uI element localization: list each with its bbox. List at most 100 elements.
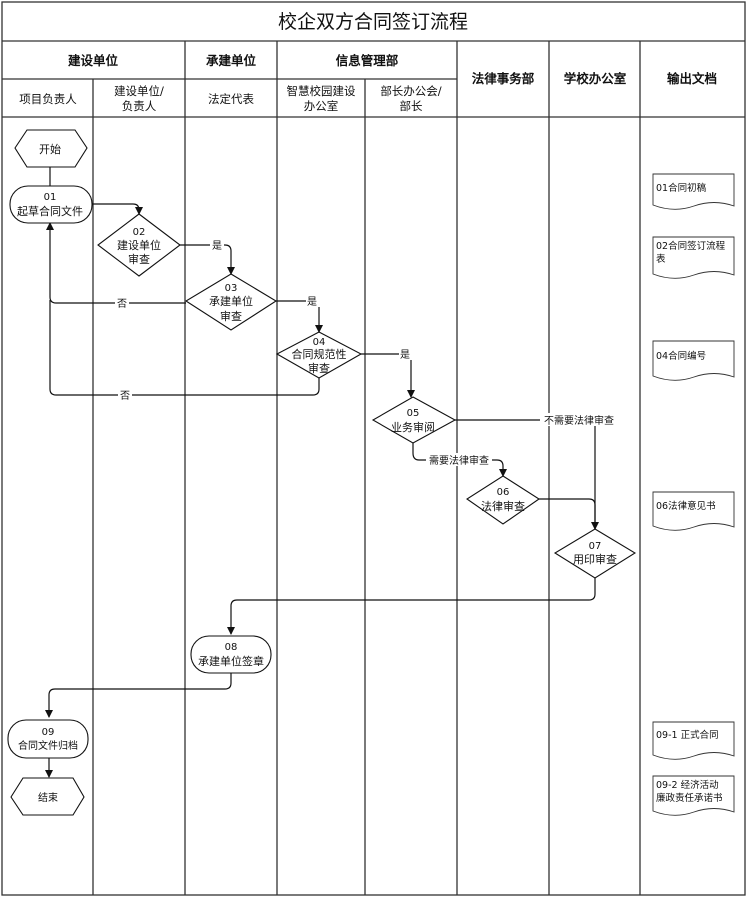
node-03-label-1: 承建单位 [209, 294, 253, 308]
node-07-seal-review[interactable]: 07 用印审查 [553, 528, 637, 579]
node-start[interactable]: 开始 [14, 129, 88, 168]
node-08-number: 08 [225, 642, 238, 653]
lane-header-legal-rep: 法定代表 [208, 92, 254, 106]
header-group-construction-unit: 建设单位 [68, 53, 119, 68]
diagram-title: 校企双方合同签订流程 [278, 11, 468, 33]
edge-label-no-04: 否 [120, 390, 130, 402]
node-06-number: 06 [497, 487, 510, 498]
document-01-label: 01合同初稿 [656, 182, 707, 194]
decision-shape [553, 528, 637, 579]
lane-header-project-lead: 项目负责人 [19, 92, 77, 106]
node-01-number: 01 [44, 192, 57, 203]
label-bg [115, 296, 129, 309]
node-07-number: 07 [589, 541, 602, 552]
node-01-draft-contract[interactable]: 01 起草合同文件 [9, 185, 93, 224]
document-shape [652, 173, 735, 210]
node-08-label: 承建单位签章 [198, 654, 264, 668]
document-09-1-formal-contract[interactable]: 09-1 正式合同 [652, 721, 735, 760]
edge-label-need-legal-review: 需要法律审查 [429, 454, 489, 467]
node-05-number: 05 [407, 408, 420, 419]
edge-01-02 [92, 203, 143, 215]
node-09-label: 合同文件归档 [18, 739, 78, 752]
node-04-number: 04 [313, 337, 326, 348]
header-group-contractor: 承建单位 [206, 53, 257, 68]
node-03-contractor-review[interactable]: 03 承建单位 审查 [184, 273, 278, 331]
end-terminator-shape [10, 777, 85, 816]
node-02-number: 02 [133, 227, 146, 238]
document-04-label: 04合同编号 [656, 350, 706, 362]
node-02-unit-review[interactable]: 02 建设单位 审查 [97, 213, 181, 277]
document-06-legal-opinion[interactable]: 06法律意见书 [652, 491, 735, 531]
node-07-label: 用印审查 [573, 552, 617, 566]
document-02-flow-form[interactable]: 02合同签订流程 表 [652, 236, 735, 279]
edge-label-yes-02: 是 [212, 240, 222, 252]
document-09-1-label: 09-1 正式合同 [656, 729, 719, 741]
decision-shape [184, 273, 278, 331]
process-shape [190, 635, 272, 674]
decision-shape [97, 213, 181, 277]
document-shape [652, 775, 735, 816]
node-04-compliance-review[interactable]: 04 合同规范性 审查 [275, 331, 363, 379]
header-legal-dept: 法律事务部 [472, 71, 535, 86]
lane-header-minister-2: 部长 [400, 99, 423, 113]
lane-header-minister-1: 部长办公会/ [380, 84, 441, 98]
document-09-2-label-2: 廉政责任承诺书 [656, 792, 723, 804]
node-end[interactable]: 结束 [10, 777, 85, 816]
edge-05-07-no-legal [455, 419, 599, 530]
document-09-2-label-1: 09-2 经济活动 [656, 779, 719, 791]
edge-03-01-no [46, 222, 186, 304]
node-04-label-1: 合同规范性 [292, 347, 347, 361]
header-school-office: 学校办公室 [564, 71, 627, 86]
edge-label-yes-03: 是 [307, 296, 317, 308]
edge-04-01-no [49, 300, 320, 396]
node-06-legal-review[interactable]: 06 法律审查 [466, 475, 540, 525]
node-09-archive[interactable]: 09 合同文件归档 [7, 719, 89, 759]
node-05-business-review[interactable]: 05 业务审阅 [371, 396, 457, 444]
label-bg [118, 388, 132, 401]
header-group-info-dept: 信息管理部 [336, 53, 399, 68]
start-label: 开始 [39, 142, 61, 156]
edge-label-no-legal-review: 不需要法律审查 [544, 414, 614, 427]
decision-shape [275, 331, 363, 379]
node-01-label: 起草合同文件 [17, 204, 83, 218]
edge-06-07 [539, 498, 596, 529]
node-08-contractor-sign[interactable]: 08 承建单位签章 [190, 635, 272, 674]
process-shape [7, 719, 89, 759]
document-01-draft[interactable]: 01合同初稿 [652, 173, 735, 210]
document-02-label-2: 表 [656, 253, 666, 265]
document-shape [652, 236, 735, 279]
node-06-label: 法律审查 [481, 499, 525, 513]
edge-02-03-yes [180, 244, 235, 275]
node-03-label-2: 审查 [220, 309, 242, 323]
label-bg [426, 453, 492, 466]
lane-header-unit-lead-2: 负责人 [122, 99, 157, 113]
node-02-label-2: 审查 [128, 252, 150, 266]
document-09-2-integrity-pledge[interactable]: 09-2 经济活动 廉政责任承诺书 [652, 775, 735, 816]
node-02-label-1: 建设单位 [117, 238, 161, 252]
node-04-label-2: 审查 [308, 361, 330, 375]
lane-header-smart-campus-2: 办公室 [304, 99, 339, 113]
node-09-number: 09 [42, 727, 55, 738]
header-output-docs: 输出文档 [667, 71, 717, 86]
end-label: 结束 [38, 791, 58, 804]
node-03-number: 03 [225, 283, 238, 294]
label-bg [540, 413, 618, 426]
document-shape [652, 721, 735, 760]
edge-label-no-03: 否 [117, 298, 127, 310]
document-shape [652, 340, 735, 381]
label-bg [306, 294, 320, 307]
document-04-contract-number[interactable]: 04合同编号 [652, 340, 735, 381]
lane-header-smart-campus-1: 智慧校园建设 [287, 84, 356, 98]
label-bg [210, 238, 224, 251]
label-bg [399, 347, 413, 360]
document-shape [652, 491, 735, 531]
decision-shape [371, 396, 457, 444]
edge-label-yes-04: 是 [400, 349, 410, 361]
document-06-label: 06法律意见书 [656, 500, 716, 512]
edge-07-08 [227, 578, 596, 635]
lane-header-unit-lead-1: 建设单位/ [114, 84, 164, 98]
